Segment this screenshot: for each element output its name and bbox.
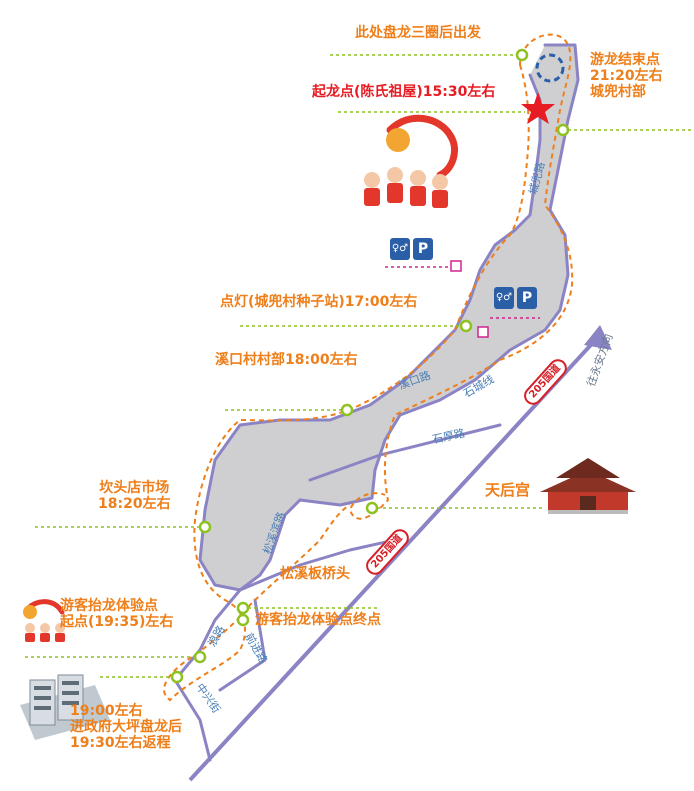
stop-marker-market — [198, 520, 212, 534]
road-chengdou — [198, 73, 542, 592]
label-start-circle: 此处盘龙三圈后出发 — [355, 25, 481, 41]
highway-205 — [188, 333, 602, 782]
label-exp-start-line1: 游客抬龙体验点 — [60, 598, 158, 614]
road-shicheng — [298, 208, 570, 507]
circle-loop-icon — [535, 53, 565, 83]
label-end-point: 游龙结束点 21:20左右 城兜村部 — [590, 52, 663, 100]
direction-arrow — [584, 325, 612, 350]
facility-marker-2 — [477, 326, 489, 338]
start-star-icon — [521, 92, 555, 124]
label-end-point-line2: 21:20左右 — [590, 68, 663, 85]
parade-route — [163, 33, 574, 702]
town-area — [200, 45, 578, 590]
label-exp-end: 游客抬龙体验点终点 — [255, 612, 381, 628]
stop-marker-gov — [170, 670, 184, 684]
label-xikou: 溪口村村部18:00左右 — [215, 352, 358, 368]
facility-icons-2: ♀♂ P — [494, 287, 537, 309]
stop-marker-end — [556, 123, 570, 137]
label-market-line1: 坎头店市场 — [99, 480, 170, 496]
stop-marker-exp-start — [193, 650, 207, 664]
label-end-point-line3: 城兜村部 — [590, 84, 646, 101]
label-gov-line3: 19:30左右返程 — [70, 735, 171, 752]
label-bridge: 松溪板桥头 — [280, 566, 350, 582]
small-dragon-illustration — [23, 599, 65, 642]
label-end-point-line1: 游龙结束点 — [590, 52, 660, 68]
label-temple: 天后宫 — [485, 481, 531, 499]
stop-marker-xikou — [340, 403, 354, 417]
stop-marker-start-circle — [515, 48, 529, 62]
label-market-line2: 18:20左右 — [98, 496, 171, 513]
road-link — [238, 538, 397, 592]
road-south — [173, 678, 212, 762]
temple-illustration — [540, 458, 636, 514]
gov-building-illustration — [20, 674, 110, 740]
parking-icon: P — [517, 287, 537, 309]
facility-marker-1 — [450, 260, 462, 272]
road-songxi — [173, 498, 302, 682]
label-gov: 19:00左右 进政府大坪盘龙后 19:30左右返程 — [70, 703, 182, 751]
label-start-point: 起龙点(陈氏祖屋)15:30左右 — [312, 84, 496, 100]
label-exp-start: 游客抬龙体验点 起点(19:35)左右 — [60, 598, 173, 630]
stop-marker-bridge — [236, 601, 250, 615]
label-gov-line2: 进政府大坪盘龙后 — [70, 719, 182, 736]
dragon-dance-illustration — [364, 114, 458, 208]
stop-marker-temple — [365, 501, 379, 515]
label-market: 坎头店市场 18:20左右 — [98, 480, 171, 512]
toilet-icon: ♀♂ — [390, 238, 410, 260]
stop-marker-exp-end — [236, 613, 250, 627]
stop-marker-lantern — [459, 319, 473, 333]
facility-icons-1: ♀♂ P — [390, 238, 433, 260]
road-loop-top — [543, 43, 580, 212]
toilet-icon: ♀♂ — [494, 287, 514, 309]
parking-icon: P — [413, 238, 433, 260]
road-shihou — [308, 423, 502, 482]
label-gov-line1: 19:00左右 — [70, 703, 143, 719]
label-lantern: 点灯(城兜村种子站)17:00左右 — [220, 294, 418, 310]
road-qianjin — [218, 598, 267, 692]
label-exp-start-line2: 起点(19:35)左右 — [60, 614, 174, 631]
